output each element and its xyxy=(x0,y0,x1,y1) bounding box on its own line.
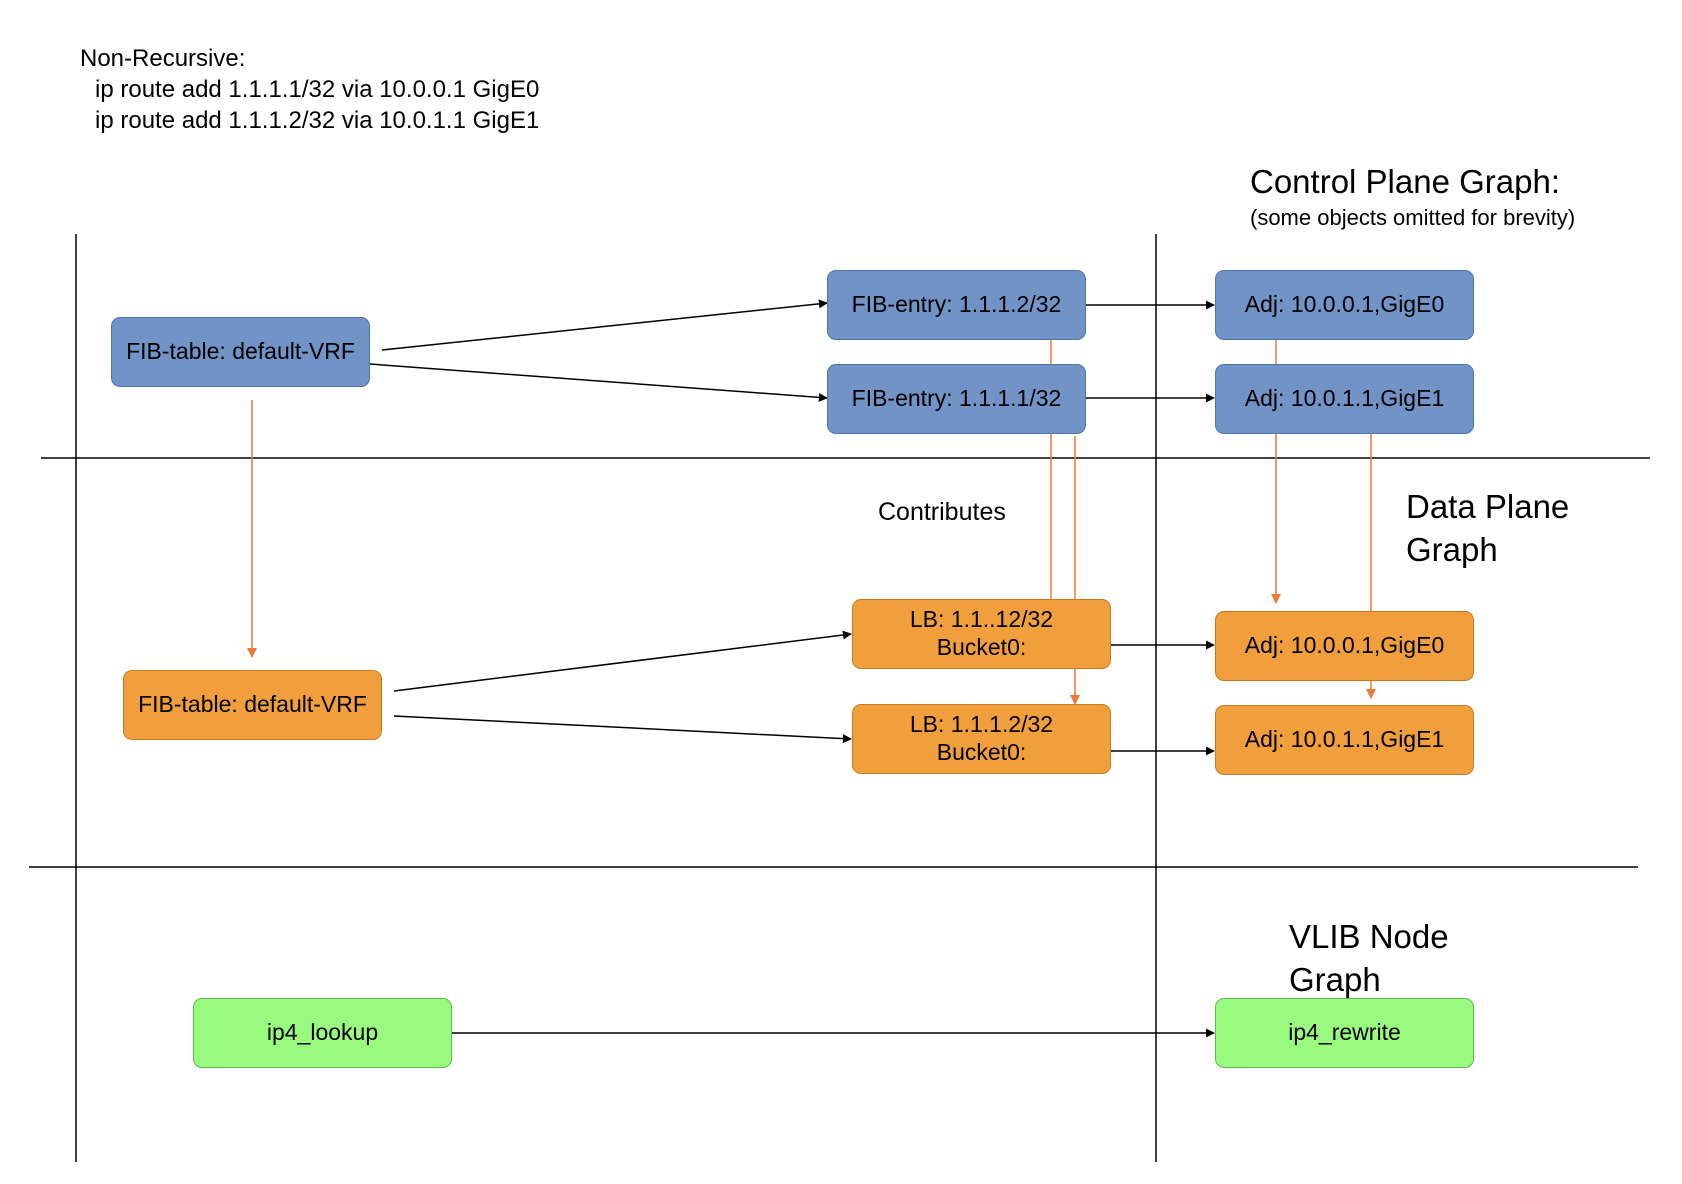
node-label: Adj: 10.0.0.1,GigE0 xyxy=(1244,632,1445,659)
edge-cp-fib-table-to-entry-2 xyxy=(381,299,828,351)
edge-dp-fib-table-to-lb-2 xyxy=(393,715,852,744)
control-plane-title: Control Plane Graph: xyxy=(1250,163,1561,200)
node-label-line2: Bucket0: xyxy=(936,634,1027,660)
data-plane-title-line2: Graph xyxy=(1406,531,1498,568)
cp-fib-entry-1-1-1-2-node[interactable]: FIB-entry: 1.1.1.2/32 xyxy=(827,270,1086,340)
edge-dp-fib-table-to-lb-1 xyxy=(393,630,852,692)
route-command-2: ip route add 1.1.1.2/32 via 10.0.1.1 Gig… xyxy=(95,107,540,134)
dp-adj-gige1-node[interactable]: Adj: 10.0.1.1,GigE1 xyxy=(1215,705,1474,775)
node-label: Adj: 10.0.1.1,GigE1 xyxy=(1244,726,1445,753)
vlib-title-line2: Graph xyxy=(1289,961,1381,998)
dp-fib-table-node[interactable]: FIB-table: default-VRF xyxy=(123,670,382,740)
data-plane-title-line1: Data Plane xyxy=(1406,488,1570,525)
node-label: ip4_rewrite xyxy=(1288,1019,1401,1046)
cp-adj-gige1-node[interactable]: Adj: 10.0.1.1,GigE1 xyxy=(1215,364,1474,434)
vlib-title-line1: VLIB Node xyxy=(1289,918,1449,955)
node-label: FIB-entry: 1.1.1.1/32 xyxy=(851,385,1062,412)
node-label: Adj: 10.0.1.1,GigE1 xyxy=(1244,385,1445,412)
contributes-label: Contributes xyxy=(878,498,1006,526)
cp-adj-gige0-node[interactable]: Adj: 10.0.0.1,GigE0 xyxy=(1215,270,1474,340)
node-label: Adj: 10.0.0.1,GigE0 xyxy=(1244,291,1445,318)
node-label-line2: Bucket0: xyxy=(936,739,1027,765)
node-label: FIB-table: default-VRF xyxy=(126,338,355,365)
node-label: ip4_lookup xyxy=(266,1019,379,1046)
node-label-line1: LB: 1.1.1.2/32 xyxy=(909,711,1054,738)
vlib-ip4-lookup-node[interactable]: ip4_lookup xyxy=(193,998,452,1068)
node-label: FIB-table: default-VRF xyxy=(138,691,367,718)
dp-lb-1-node[interactable]: LB: 1.1..12/32 Bucket0: xyxy=(852,599,1111,669)
header-title: Non-Recursive: xyxy=(80,45,246,72)
cp-fib-entry-1-1-1-1-node[interactable]: FIB-entry: 1.1.1.1/32 xyxy=(827,364,1086,434)
dp-lb-2-node[interactable]: LB: 1.1.1.2/32 Bucket0: xyxy=(852,704,1111,774)
vlib-ip4-rewrite-node[interactable]: ip4_rewrite xyxy=(1215,998,1474,1068)
edge-cp-fib-table-to-entry-1 xyxy=(369,363,828,402)
node-label-line1: LB: 1.1..12/32 xyxy=(909,606,1054,633)
dp-adj-gige0-node[interactable]: Adj: 10.0.0.1,GigE0 xyxy=(1215,611,1474,681)
cp-fib-table-node[interactable]: FIB-table: default-VRF xyxy=(111,317,370,387)
node-label: FIB-entry: 1.1.1.2/32 xyxy=(851,291,1062,318)
control-plane-subtitle: (some objects omitted for brevity) xyxy=(1250,205,1576,230)
route-command-1: ip route add 1.1.1.1/32 via 10.0.0.1 Gig… xyxy=(95,76,540,103)
